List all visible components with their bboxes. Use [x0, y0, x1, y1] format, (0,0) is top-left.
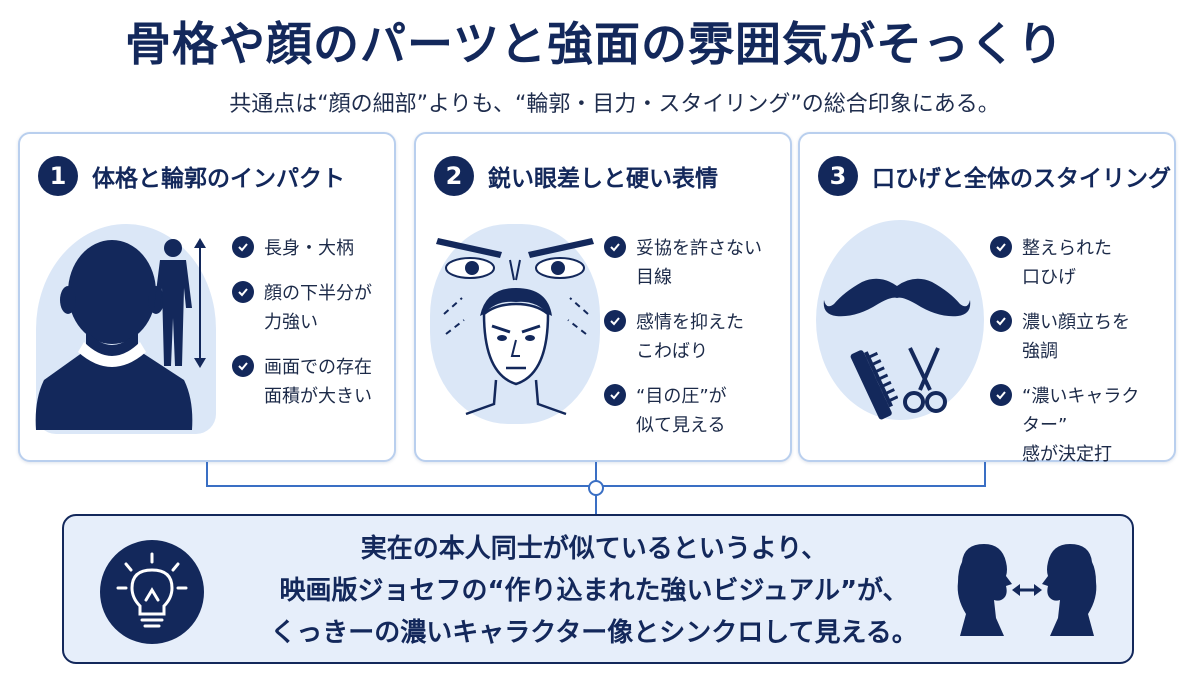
list-item: 顔の下半分が 力強い — [232, 279, 397, 337]
check-icon — [232, 236, 254, 258]
list-item: 濃い顔立ちを 強調 — [990, 308, 1155, 366]
card-number-badge: 3 — [818, 156, 858, 196]
point-text: “濃いキャラクター” 感が決定打 — [1022, 386, 1140, 465]
list-item: “目の圧”が 似て見える — [604, 382, 769, 440]
card-header: 2 鋭い眼差しと硬い表情 — [434, 156, 718, 196]
check-icon — [990, 310, 1012, 332]
illustration-background — [816, 220, 984, 420]
eyes-icon — [436, 238, 594, 281]
list-item: 整えられた 口ひげ — [990, 234, 1155, 292]
card-physique: 1 体格と輪郭のインパクト 長身・大柄 顔の下半分が 力強い 画面での存在 面積… — [18, 132, 396, 462]
lightbulb-icon — [100, 540, 204, 644]
list-item: 画面での存在 面積が大きい — [232, 353, 397, 411]
summary-message: 実在の本人同士が似ているというより、 映画版ジョセフの“作り込まれた強いビジュア… — [234, 528, 954, 654]
connector-lines — [206, 462, 986, 514]
page-title: 骨格や顔のパーツと強面の雰囲気がそっくり — [124, 17, 1065, 71]
comb-icon — [850, 350, 898, 420]
card-gaze: 2 鋭い眼差しと硬い表情 妥協を許さない 目線 感情を抑え — [414, 132, 792, 462]
list-item: 妥協を許さない 目線 — [604, 234, 769, 292]
check-icon — [604, 310, 626, 332]
check-icon — [990, 384, 1012, 406]
body-silhouette-icon — [154, 239, 192, 366]
mustache-icon — [823, 278, 971, 317]
point-text: 感情を抑えた こわばり — [636, 312, 744, 362]
facing-heads-icon — [957, 544, 1097, 636]
card-title: 体格と輪郭のインパクト — [92, 166, 345, 192]
list-item: “濃いキャラクター” 感が決定打 — [990, 382, 1155, 469]
stern-face-icon — [443, 288, 589, 416]
summary-panel: 実在の本人同士が似ているというより、 映画版ジョセフの“作り込まれた強いビジュア… — [62, 514, 1134, 664]
point-text: 画面での存在 面積が大きい — [264, 357, 372, 407]
point-text: 濃い顔立ちを 強調 — [1022, 312, 1130, 362]
list-item: 長身・大柄 — [232, 234, 397, 263]
point-list: 妥協を許さない 目線 感情を抑えた こわばり “目の圧”が 似て見える — [604, 234, 769, 456]
point-list: 長身・大柄 顔の下半分が 力強い 画面での存在 面積が大きい — [232, 234, 397, 427]
card-header: 3 口ひげと全体のスタイリング — [818, 156, 1171, 196]
point-text: “目の圧”が 似て見える — [636, 386, 727, 436]
card-title: 鋭い眼差しと硬い表情 — [488, 166, 718, 192]
card-number-badge: 2 — [434, 156, 474, 196]
summary-line: 実在の本人同士が似ているというより、 — [360, 534, 828, 564]
point-list: 整えられた 口ひげ 濃い顔立ちを 強調 “濃いキャラクター” 感が決定打 — [990, 234, 1155, 485]
point-text: 長身・大柄 — [264, 238, 354, 259]
height-arrow-icon — [194, 238, 206, 368]
summary-line: 映画版ジョセフの“作り込まれた強いビジュアル”が、 — [279, 576, 909, 606]
card-styling: 3 口ひげと全体のスタイリング 整えられた 口ひげ 濃い顔立 — [798, 132, 1176, 465]
card-title: 口ひげと全体のスタイリング — [872, 166, 1171, 192]
check-icon — [604, 236, 626, 258]
card-header: 1 体格と輪郭のインパクト — [38, 156, 345, 196]
card-number-badge: 1 — [38, 156, 78, 196]
check-icon — [990, 236, 1012, 258]
point-text: 妥協を許さない 目線 — [636, 238, 762, 288]
check-icon — [232, 281, 254, 303]
point-text: 整えられた 口ひげ — [1022, 238, 1112, 288]
list-item: 感情を抑えた こわばり — [604, 308, 769, 366]
scissors-icon — [903, 347, 947, 413]
check-icon — [604, 384, 626, 406]
check-icon — [232, 355, 254, 377]
summary-line: くっきーの濃いキャラクター像とシンクロして見える。 — [270, 618, 918, 648]
point-text: 顔の下半分が 力強い — [264, 283, 372, 333]
page-subtitle: 共通点は“顔の細部”よりも、“輪郭・目力・スタイリング”の総合印象にある。 — [229, 92, 1000, 117]
